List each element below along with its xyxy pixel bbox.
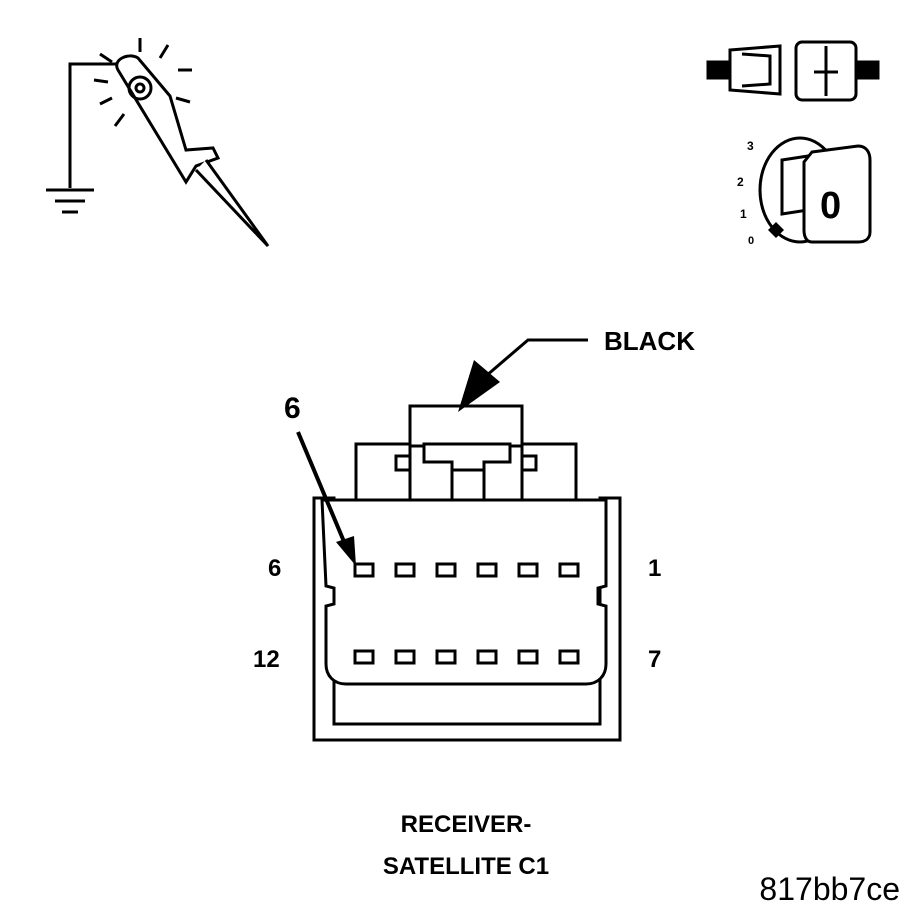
- cavity-8: [517, 649, 539, 665]
- pin-label-bottom-right: 7: [648, 646, 661, 673]
- ignition-key-label: 0: [820, 185, 841, 227]
- cavity-12: [353, 649, 375, 665]
- ignition-position-1: 1: [740, 207, 747, 221]
- pin-callout-leader: [296, 431, 356, 566]
- connector-color-label: BLACK: [604, 326, 695, 356]
- ignition-position-2: 2: [737, 175, 744, 189]
- cavity-5: [394, 562, 416, 578]
- cavity-10: [435, 649, 457, 665]
- callout-pin-label: 6: [284, 392, 301, 425]
- pin-label-top-right: 1: [648, 555, 661, 582]
- cavity-11: [394, 649, 416, 665]
- terminal-cavities: [353, 562, 580, 665]
- figure-id: 817bb7ce: [759, 871, 900, 907]
- ignition-key-off-icon: 3 2 1 0 0: [737, 136, 872, 247]
- ignition-position-3: 3: [747, 139, 754, 153]
- cavity-1: [558, 562, 580, 578]
- test-light-to-ground-icon: [46, 38, 270, 248]
- cavity-3: [476, 562, 498, 578]
- cavity-2: [517, 562, 539, 578]
- connector-name-line1: RECEIVER-: [401, 811, 532, 838]
- cavity-6: [353, 562, 375, 578]
- pin-label-top-left: 6: [268, 555, 281, 582]
- cavity-7: [558, 649, 580, 665]
- pin-label-bottom-left: 12: [253, 646, 280, 673]
- color-callout-leader: [458, 338, 588, 412]
- connector-body: [312, 404, 622, 742]
- disconnect-connector-icon: [706, 40, 880, 102]
- connector-name-line2: SATELLITE C1: [383, 853, 549, 880]
- ignition-position-0: 0: [748, 235, 754, 247]
- cavity-9: [476, 649, 498, 665]
- cavity-4: [435, 562, 457, 578]
